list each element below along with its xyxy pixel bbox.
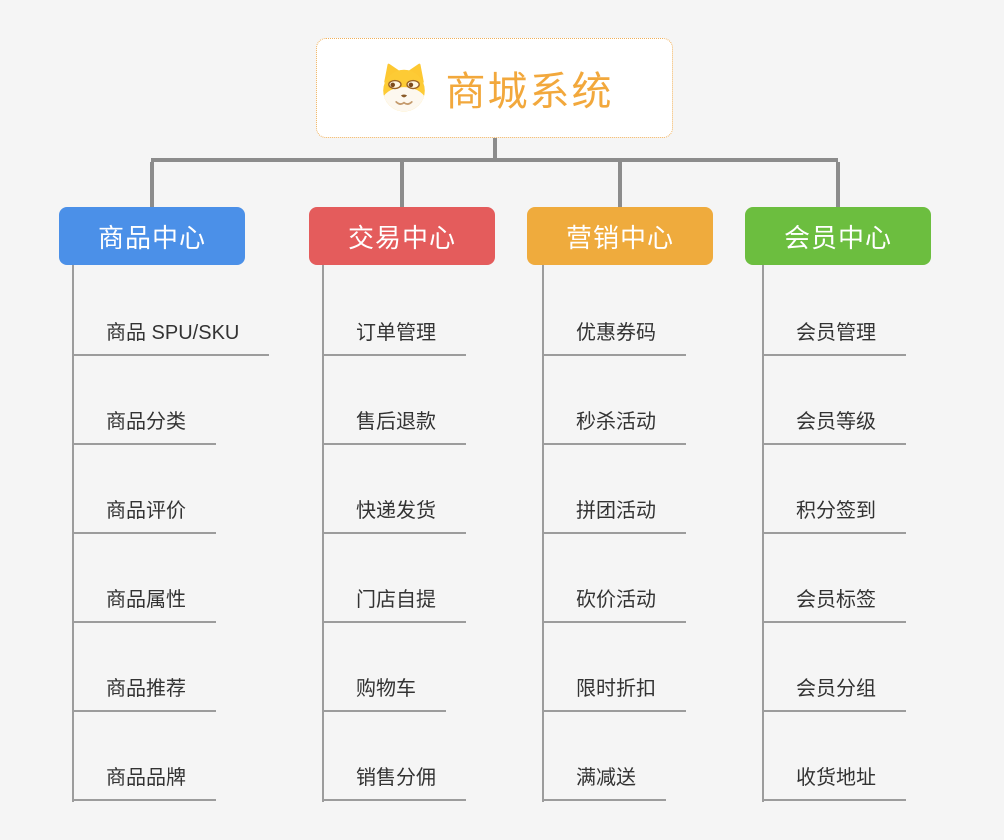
branch-node-marketing-center[interactable]: 营销中心 [527, 207, 713, 265]
leaf-item[interactable]: 商品评价 [72, 498, 216, 534]
leaf-item[interactable]: 拼团活动 [542, 498, 686, 534]
leaf-item[interactable]: 售后退款 [322, 409, 466, 445]
connector-drop-member [836, 162, 840, 207]
leaf-item[interactable]: 商品推荐 [72, 676, 216, 712]
leaf-item[interactable]: 快递发货 [322, 498, 466, 534]
connector-root-stem [493, 138, 497, 159]
leaf-item[interactable]: 会员等级 [762, 409, 906, 445]
leaf-item[interactable]: 积分签到 [762, 498, 906, 534]
leaf-item[interactable]: 商品属性 [72, 587, 216, 623]
leaf-item[interactable]: 收货地址 [762, 765, 906, 801]
branch-node-trade-center[interactable]: 交易中心 [309, 207, 495, 265]
leaf-item[interactable]: 砍价活动 [542, 587, 686, 623]
branch-node-product-center[interactable]: 商品中心 [59, 207, 245, 265]
connector-bus [151, 158, 838, 162]
leaf-item[interactable]: 会员分组 [762, 676, 906, 712]
leaf-item[interactable]: 限时折扣 [542, 676, 686, 712]
leaf-item[interactable]: 销售分佣 [322, 765, 466, 801]
branch-column-product: 商品 SPU/SKU 商品分类 商品评价 商品属性 商品推荐 商品品牌 [72, 265, 312, 805]
connector-drop-marketing [618, 162, 622, 207]
leaf-item[interactable]: 优惠券码 [542, 320, 686, 356]
branch-column-member: 会员管理 会员等级 积分签到 会员标签 会员分组 收货地址 [762, 265, 1002, 805]
leaf-item[interactable]: 订单管理 [322, 320, 466, 356]
leaf-item[interactable]: 秒杀活动 [542, 409, 686, 445]
leaf-item[interactable]: 会员管理 [762, 320, 906, 356]
leaf-item[interactable]: 会员标签 [762, 587, 906, 623]
connector-drop-trade [400, 162, 404, 207]
root-title: 商城系统 [445, 70, 614, 114]
leaf-item[interactable]: 商品 SPU/SKU [72, 320, 270, 356]
shiba-dog-icon [382, 63, 425, 112]
root-node[interactable]: 商城系统 [316, 38, 673, 138]
branch-column-trade: 订单管理 售后退款 快递发货 门店自提 购物车 销售分佣 [322, 265, 562, 805]
leaf-item[interactable]: 满减送 [542, 765, 666, 801]
connector-drop-product [150, 162, 154, 207]
leaf-item[interactable]: 门店自提 [322, 587, 466, 623]
branch-column-marketing: 优惠券码 秒杀活动 拼团活动 砍价活动 限时折扣 满减送 [542, 265, 782, 805]
branch-node-member-center[interactable]: 会员中心 [745, 207, 931, 265]
leaf-item[interactable]: 购物车 [322, 676, 446, 712]
leaf-item[interactable]: 商品品牌 [72, 765, 216, 801]
leaf-item[interactable]: 商品分类 [72, 409, 216, 445]
